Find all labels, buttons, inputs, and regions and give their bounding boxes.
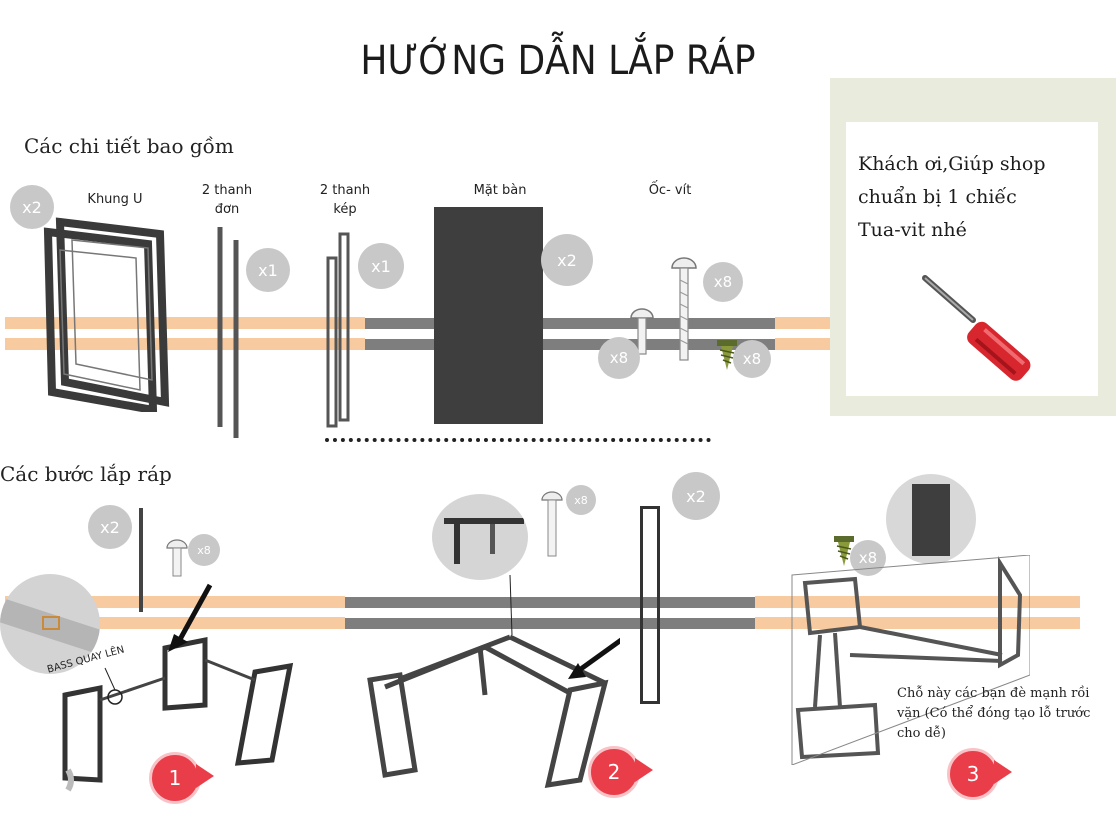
single-bar-illustration	[217, 227, 239, 438]
step2-marker-tip	[635, 758, 653, 782]
step2-qty-bar-badge: x2	[672, 472, 720, 520]
part-label-thanh-kep-1: 2 thanh	[319, 183, 371, 198]
bolt-icons	[630, 257, 697, 361]
band-top-left-2	[5, 338, 365, 350]
qty-badge-thanh-kep: x1	[358, 243, 404, 289]
qty-badge-small-bolt: x8	[598, 337, 640, 379]
part-label-thanh-don-1: 2 thanh	[201, 183, 253, 198]
note-line-3: Tua-vit nhé	[858, 219, 967, 241]
band-top-mid-1	[365, 318, 775, 329]
step1-qty-screw-badge: x8	[188, 534, 220, 566]
step1-marker-tip	[196, 764, 214, 788]
note-line-1: Khách ơi,Giúp shop	[858, 153, 1046, 175]
frame-u-illustration	[43, 217, 170, 412]
band-bottom-mid-2	[345, 618, 755, 629]
qty-badge-wood-screw: x8	[733, 340, 771, 378]
part-label-thanh-kep-2: kép	[333, 202, 357, 217]
note-card	[846, 122, 1098, 396]
note-line-2: chuẩn bị 1 chiếc	[858, 186, 1017, 208]
band-top-left-1	[5, 317, 365, 329]
band-bottom-mid-1	[345, 597, 755, 608]
step1-bar-illustration	[139, 508, 143, 612]
step1-zoom-detail	[0, 574, 100, 674]
tabletop-panel	[434, 207, 543, 424]
part-label-khung-u: Khung U	[87, 192, 143, 207]
step2-zoom-detail	[432, 494, 528, 580]
wood-screw-icon	[717, 340, 737, 370]
step3-note: Chỗ này các bạn đè mạnh rồi vặn (Có thể …	[897, 686, 1091, 741]
page-title: HƯỚNG DẪN LẮP RÁP	[360, 38, 756, 84]
qty-badge-khung-u: x2	[10, 185, 54, 229]
parts-heading: Các chi tiết bao gồm	[24, 134, 234, 158]
part-label-thanh-don-2: đơn	[214, 202, 240, 217]
step2-qty-screw-badge: x8	[566, 485, 596, 515]
section-divider	[325, 438, 711, 442]
step3-frame-illustration	[791, 555, 1030, 765]
note-text: Khách ơi,Giúp shop chuẩn bị 1 chiếc Tua-…	[858, 148, 1098, 247]
step2-bolt-icon	[541, 491, 563, 557]
steps-heading: Các bước lắp ráp	[0, 462, 172, 486]
part-label-thanh-kep: 2 thanh kép	[313, 181, 377, 219]
qty-badge-thanh-don: x1	[246, 248, 290, 292]
part-label-thanh-don: 2 thanh đơn	[195, 181, 259, 219]
step3-marker: 3	[947, 748, 999, 800]
band-top-mid-2	[365, 339, 775, 350]
step1-qty-bar-badge: x2	[88, 505, 132, 549]
step3-marker-tip	[994, 760, 1012, 784]
step3-wood-screw-icon	[834, 536, 854, 566]
qty-badge-long-screw: x8	[703, 262, 743, 302]
step2-frame-illustration	[367, 575, 620, 789]
qty-badge-mat-ban: x2	[541, 234, 593, 286]
step3-zoom-detail	[886, 474, 976, 564]
double-bar-illustration	[326, 232, 350, 428]
step2-marker: 2	[588, 746, 640, 798]
screwdriver-icon	[922, 275, 1031, 381]
step1-marker: 1	[149, 752, 201, 804]
step1-bolt-icon	[166, 539, 188, 577]
step1-frame-illustration	[62, 583, 294, 792]
part-label-mat-ban: Mặt bàn	[473, 183, 527, 198]
part-label-oc-vit: Ốc- vít	[648, 183, 692, 198]
step2-bar-illustration	[640, 506, 660, 704]
